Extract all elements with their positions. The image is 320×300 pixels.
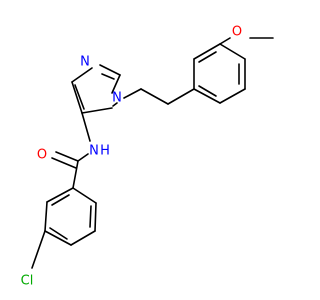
bond-ring-b-inner bbox=[51, 194, 70, 206]
bond-ring-a bbox=[219, 43, 246, 60]
bond-ring-b bbox=[46, 187, 74, 203]
bond-methoxy bbox=[219, 37, 231, 45]
bond-ring-a-inner bbox=[198, 85, 217, 97]
bond-lines bbox=[31, 37, 274, 269]
bond-ring-a-inner bbox=[198, 51, 217, 63]
bond-ring-b-inner bbox=[89, 205, 92, 228]
bond-pyrazole bbox=[71, 81, 83, 114]
atom-carbonyl-oxygen: O bbox=[37, 148, 47, 163]
bond-ring-b bbox=[70, 230, 96, 246]
bond-carbonyl bbox=[55, 151, 79, 162]
bond-ring-b-inner bbox=[49, 227, 68, 240]
bond-c-cl bbox=[31, 230, 46, 269]
bond-ring-b bbox=[44, 230, 72, 246]
bond-ring-a bbox=[193, 88, 221, 104]
atom-methoxy-oxygen: O bbox=[232, 25, 242, 40]
bond-pyrazole bbox=[71, 67, 93, 83]
bond-ring-a bbox=[219, 88, 246, 104]
bond-pyrazole-inner bbox=[74, 84, 85, 110]
bond-ch2 bbox=[140, 88, 169, 105]
bond-ring-b bbox=[94, 202, 97, 232]
atom-chlorine: Cl bbox=[21, 274, 34, 289]
bond-ch2 bbox=[123, 88, 142, 99]
bond-ch2 bbox=[167, 88, 195, 105]
bond-pyrazole bbox=[99, 64, 121, 76]
bond-carbonyl bbox=[51, 157, 77, 169]
bond-pyrazole bbox=[111, 74, 121, 94]
bond-amide bbox=[81, 112, 91, 142]
atom-pyrazole-n1: N bbox=[112, 91, 122, 106]
bond-amide bbox=[72, 160, 79, 189]
bond-ring-a bbox=[193, 43, 221, 60]
bond-pyrazole-inner bbox=[101, 73, 115, 80]
molecule-structure: O N N N H O Cl bbox=[21, 25, 274, 289]
bond-pyrazole bbox=[112, 102, 118, 107]
bond-ring-b bbox=[44, 201, 48, 232]
atom-pyrazole-n2: N bbox=[80, 55, 90, 70]
bond-amide bbox=[77, 153, 89, 162]
bond-ring-b bbox=[72, 187, 97, 204]
atom-amide-hydrogen: H bbox=[100, 144, 110, 159]
atom-amide-nitrogen: N bbox=[89, 144, 99, 159]
bond-pyrazole bbox=[81, 107, 113, 114]
